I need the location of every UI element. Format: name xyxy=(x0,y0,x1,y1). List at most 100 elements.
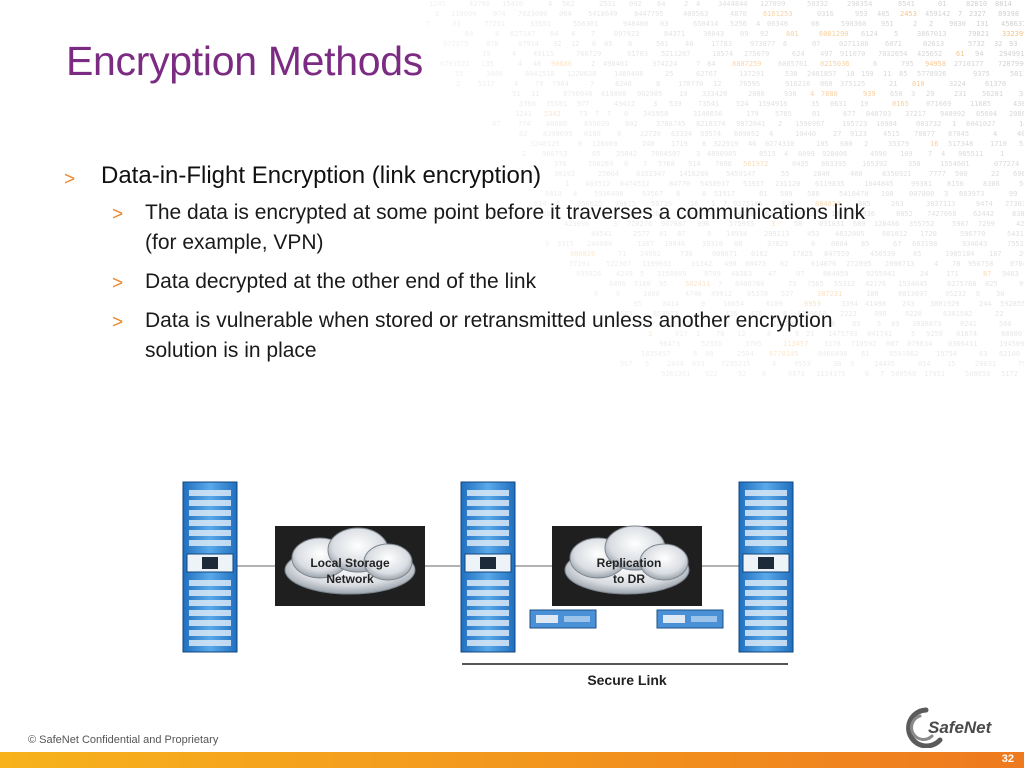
background-digit-glyph: 6041027 xyxy=(966,120,996,128)
background-digit-glyph: 5967 xyxy=(952,220,969,228)
background-digit-glyph: 19 xyxy=(860,100,868,108)
background-digit-glyph: 99381 xyxy=(911,180,932,188)
background-digit-glyph: 074 xyxy=(493,10,506,18)
background-digit-glyph: 171 xyxy=(946,270,959,278)
background-digit-glyph: 3 xyxy=(911,90,915,98)
background-digit-glyph: 658 xyxy=(890,90,903,98)
background-digit-glyph: 1590967 xyxy=(795,120,825,128)
background-digit-glyph: 956758 xyxy=(968,260,993,268)
background-digit-glyph: 538 xyxy=(785,70,798,78)
background-digit-glyph: 2 xyxy=(456,80,460,88)
encryption-appliance-icon xyxy=(656,609,724,629)
background-digit-glyph: 0274310 xyxy=(765,140,795,148)
background-digit-glyph: 2327 xyxy=(969,10,986,18)
background-digit-glyph: 8398699 xyxy=(543,130,573,138)
background-digit-glyph: 79 xyxy=(535,80,543,88)
background-digit-glyph: 7 xyxy=(591,30,595,38)
background-digit-glyph: 5211267 xyxy=(661,50,691,58)
background-digit-glyph: 07914 xyxy=(518,40,539,48)
background-digit-glyph: 22 xyxy=(991,170,999,178)
background-digit-glyph: 2008713 xyxy=(885,260,915,268)
background-digit-glyph: 94 xyxy=(975,50,983,58)
background-digit-glyph: 2710177 xyxy=(954,60,984,68)
background-digit-glyph: 683198 xyxy=(912,240,937,248)
background-digit-glyph: 49115 xyxy=(533,50,554,58)
background-digit-glyph: 430 xyxy=(1013,100,1024,108)
background-digit-glyph: 4 xyxy=(571,30,575,38)
background-digit-glyph: 333420 xyxy=(702,90,727,98)
background-digit-glyph: 071669 xyxy=(926,100,951,108)
server-rack-icon xyxy=(738,481,794,653)
page-number: 32 xyxy=(1001,753,1014,765)
background-digit-glyph: 0241 xyxy=(960,320,977,328)
background-digit-glyph: 63 xyxy=(979,350,987,358)
background-digit-glyph: 458637 xyxy=(1001,20,1024,28)
background-digit-glyph: 87045 xyxy=(948,130,969,138)
background-digit-glyph: 27 xyxy=(833,130,841,138)
background-digit-glyph: 62100 xyxy=(999,350,1020,358)
background-digit-glyph: 90686 xyxy=(551,60,572,68)
background-digit-glyph: 500 xyxy=(999,320,1012,328)
background-digit-glyph: 0099 xyxy=(798,150,815,158)
background-digit-glyph: 0215036 xyxy=(820,60,850,68)
background-digit-glyph: 9463 xyxy=(1002,270,1019,278)
background-digit-glyph: 40 xyxy=(685,40,693,48)
background-digit-glyph: 0 xyxy=(578,140,582,148)
background-digit-glyph: 109 xyxy=(900,150,913,158)
background-digit-glyph: 9261361 xyxy=(661,370,691,378)
background-digit-glyph: 1594916 xyxy=(758,100,788,108)
background-digit-glyph: 09 xyxy=(740,30,748,38)
background-digit-glyph: 928806 xyxy=(822,150,847,158)
background-digit-glyph: 18 xyxy=(846,70,854,78)
background-digit-glyph: 3360 xyxy=(519,100,536,108)
background-digit-glyph: 8041510 xyxy=(525,70,555,78)
background-digit-glyph: 85 xyxy=(913,250,921,258)
background-digit-glyph: 601812 xyxy=(882,230,907,238)
background-digit-glyph: 9474 xyxy=(976,200,993,208)
background-digit-glyph: 89 xyxy=(891,320,899,328)
background-digit-glyph: 3444844 xyxy=(718,0,748,8)
background-digit-glyph: 12 xyxy=(713,80,721,88)
bullet-sub-text: The data is encrypted at some point befo… xyxy=(145,201,866,254)
background-digit-glyph: 500 xyxy=(955,170,968,178)
background-digit-glyph: 135 xyxy=(481,60,494,68)
background-digit-glyph: 793921 xyxy=(1018,360,1024,368)
background-digit-glyph: 6 xyxy=(865,370,869,378)
background-digit-glyph: 1489408 xyxy=(614,70,644,78)
background-digit-glyph: 4515 xyxy=(883,130,900,138)
background-digit-glyph: 588659 xyxy=(965,370,990,378)
network-diagram: Local Storage Network Replication to DR xyxy=(182,481,794,688)
background-digit-glyph: 4 xyxy=(784,150,788,158)
background-digit-glyph: 61 xyxy=(956,50,964,58)
background-digit-glyph: 078485 xyxy=(1010,260,1024,268)
background-digit-glyph: 8350921 xyxy=(882,170,912,178)
bullet-sub-text: Data is vulnerable when stored or retran… xyxy=(145,309,833,362)
background-digit-glyph: 650414 xyxy=(693,20,718,28)
background-digit-glyph: 8218374 xyxy=(696,120,726,128)
background-digit-glyph: 1 xyxy=(952,120,956,128)
background-digit-glyph: 3 xyxy=(944,190,948,198)
background-digit-glyph: 7299 xyxy=(978,220,995,228)
background-digit-glyph: 187 xyxy=(989,250,1002,258)
background-digit-glyph: 064 xyxy=(559,10,572,18)
background-digit-glyph: 6 xyxy=(592,40,596,48)
background-digit-glyph: 2 xyxy=(913,20,917,28)
background-digit-glyph: 32 xyxy=(553,40,561,48)
background-digit-glyph: 78 xyxy=(952,260,960,268)
background-digit-glyph: 2453 xyxy=(900,10,917,18)
background-digit-glyph: 64 xyxy=(657,0,665,8)
background-digit-glyph: 105 xyxy=(816,140,829,148)
background-digit-glyph: 4 xyxy=(993,130,997,138)
background-digit-glyph: 4 xyxy=(769,130,773,138)
background-digit-glyph: 3881929 xyxy=(930,300,960,308)
background-digit-glyph: 5172 xyxy=(1001,370,1018,378)
background-digit-glyph: 6071 xyxy=(885,40,902,48)
background-digit-glyph: 62 xyxy=(519,130,527,138)
background-digit-glyph: 8246 xyxy=(615,80,632,88)
background-digit-glyph: 7623080 xyxy=(518,10,548,18)
background-digit-glyph: 1985184 xyxy=(945,250,975,258)
background-digit-glyph: 8 xyxy=(656,80,660,88)
background-digit-glyph: 78877 xyxy=(914,130,935,138)
